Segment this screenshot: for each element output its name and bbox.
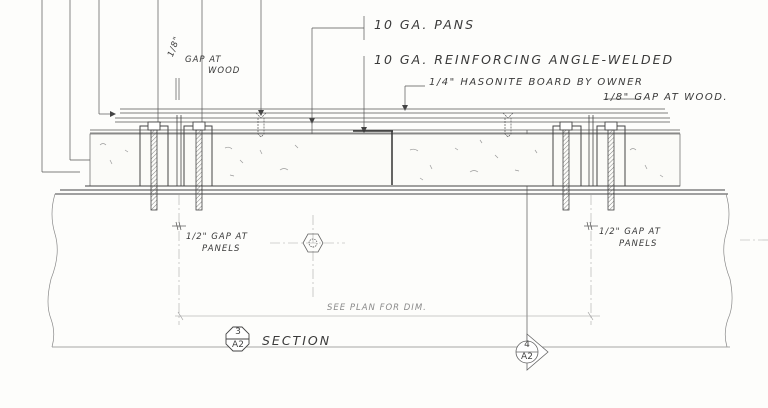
right-joint <box>552 115 626 211</box>
reference-tag-sheet: A2 <box>521 352 533 362</box>
note-reinforcing-angle: 10 GA. REINFORCING ANGLE-WELDED <box>374 52 675 67</box>
reference-tag <box>515 333 549 371</box>
reinforcing-angle <box>353 130 393 185</box>
section-title: SECTION <box>262 333 332 348</box>
top-board <box>90 108 680 134</box>
centerlines <box>178 195 768 325</box>
hex-nut-symbol <box>302 233 324 253</box>
dimension-line <box>175 311 600 321</box>
left-joint <box>139 115 213 211</box>
gap-ticks <box>172 78 640 231</box>
section-tag <box>225 326 250 352</box>
note-gap-at-wood-right: 1/8" GAP AT WOOD. <box>603 92 729 103</box>
section-tag-sheet: A2 <box>232 340 244 350</box>
note-gap-panels-right-1: 1/2" GAP AT <box>599 227 661 237</box>
wood-screws <box>255 112 514 138</box>
note-see-plan-dimension: SEE PLAN FOR DIM. <box>327 303 427 313</box>
note-hasonite-board: 1/4" HASONITE BOARD BY OWNER <box>429 77 644 88</box>
lower-slab <box>47 193 733 348</box>
note-gap-panels-right-2: PANELS <box>619 239 658 249</box>
note-gap-at-wood-left-2: WOOD <box>208 66 241 76</box>
reference-tag-number: 4 <box>524 340 530 350</box>
note-pans: 10 GA. PANS <box>374 17 476 32</box>
concrete-infill <box>89 133 681 187</box>
section-tag-number: 3 <box>235 327 241 337</box>
note-gap-at-wood-left-1: GAP AT <box>185 55 222 65</box>
note-gap-panels-left-1: 1/2" GAP AT <box>186 232 248 242</box>
note-gap-panels-left-2: PANELS <box>202 244 241 254</box>
